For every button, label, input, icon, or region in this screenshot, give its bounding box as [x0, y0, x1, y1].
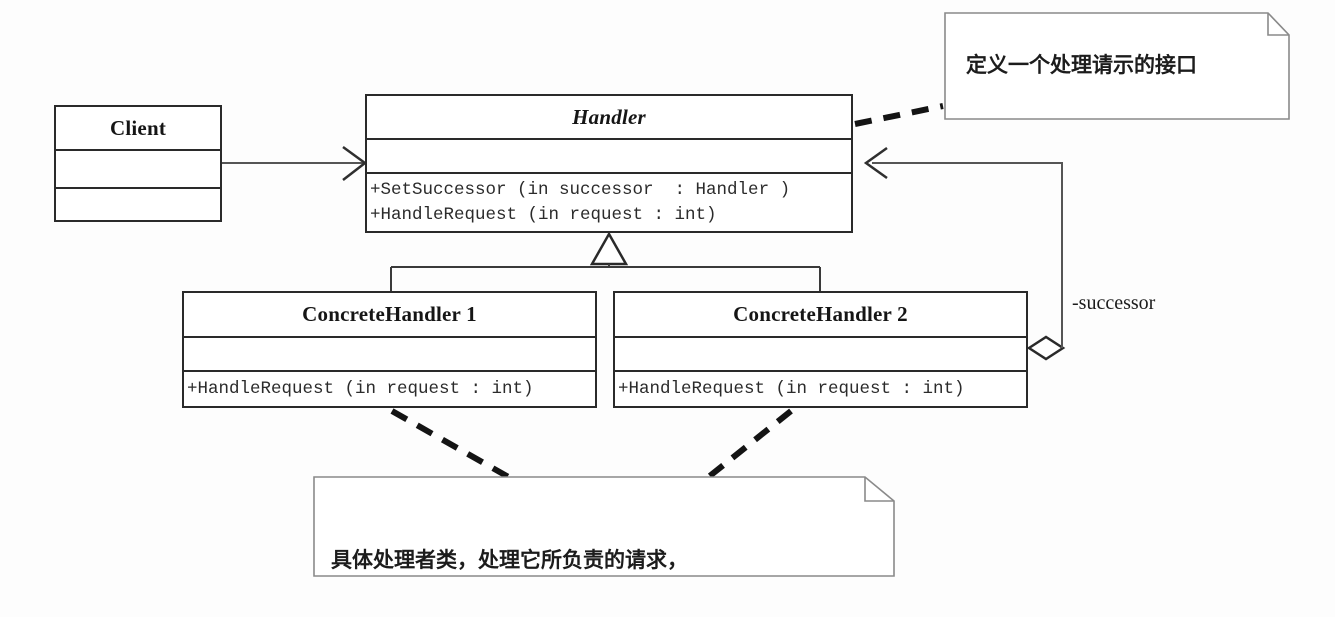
note-shape-icon-2	[313, 476, 895, 577]
class-box-concrete-handler-2[interactable]: ConcreteHandler 2 +HandleRequest (in req…	[613, 291, 1028, 408]
note-anchor-concrete-1	[390, 408, 514, 482]
class-attributes-client	[56, 149, 220, 187]
class-operations-concrete-handler-2: +HandleRequest (in request : int)	[615, 370, 1026, 406]
note-anchor-concrete-2	[704, 408, 793, 482]
operation-handle-request-2: +HandleRequest (in request : int)	[618, 378, 965, 399]
note-shape-icon	[944, 12, 1290, 120]
class-box-concrete-handler-1[interactable]: ConcreteHandler 1 +HandleRequest (in req…	[182, 291, 597, 408]
operation-set-successor: +SetSuccessor (in successor : Handler )	[370, 179, 791, 200]
class-operations-handler: +SetSuccessor (in successor : Handler ) …	[367, 172, 851, 231]
class-box-client[interactable]: Client	[54, 105, 222, 222]
class-attributes-concrete-handler-1	[184, 336, 595, 370]
note-handler-description[interactable]: 定义一个处理请示的接口	[944, 12, 1290, 120]
class-box-handler[interactable]: Handler +SetSuccessor (in successor : Ha…	[365, 94, 853, 233]
operation-handle-request-1: +HandleRequest (in request : int)	[187, 378, 534, 399]
class-attributes-handler	[367, 138, 851, 172]
association-client-handler	[222, 145, 368, 181]
note-anchor-handler	[854, 103, 944, 127]
class-name-concrete-handler-1: ConcreteHandler 1	[302, 302, 477, 326]
class-name-handler: Handler	[572, 104, 646, 129]
class-attributes-concrete-handler-2	[615, 336, 1026, 370]
role-label-successor: -successor	[1072, 292, 1156, 314]
class-name-concrete-handler-2: ConcreteHandler 2	[733, 302, 908, 326]
class-operations-client	[56, 187, 220, 220]
note-concrete-line-1: 具体处理者类，处理它所负责的请求，	[331, 548, 688, 572]
generalization-arrow	[390, 231, 821, 291]
note-concrete-body: 具体处理者类，处理它所负责的请求， 可访问它的后继者，如果可处理该请求， 就处理…	[313, 476, 895, 617]
class-name-client: Client	[109, 115, 167, 140]
note-handler-line-1: 定义一个处理请示的接口	[966, 53, 1197, 77]
note-concrete-handler-description[interactable]: 具体处理者类，处理它所负责的请求， 可访问它的后继者，如果可处理该请求， 就处理…	[313, 476, 895, 577]
operation-handle-request: +HandleRequest (in request : int)	[370, 204, 717, 225]
class-operations-concrete-handler-1: +HandleRequest (in request : int)	[184, 370, 595, 406]
